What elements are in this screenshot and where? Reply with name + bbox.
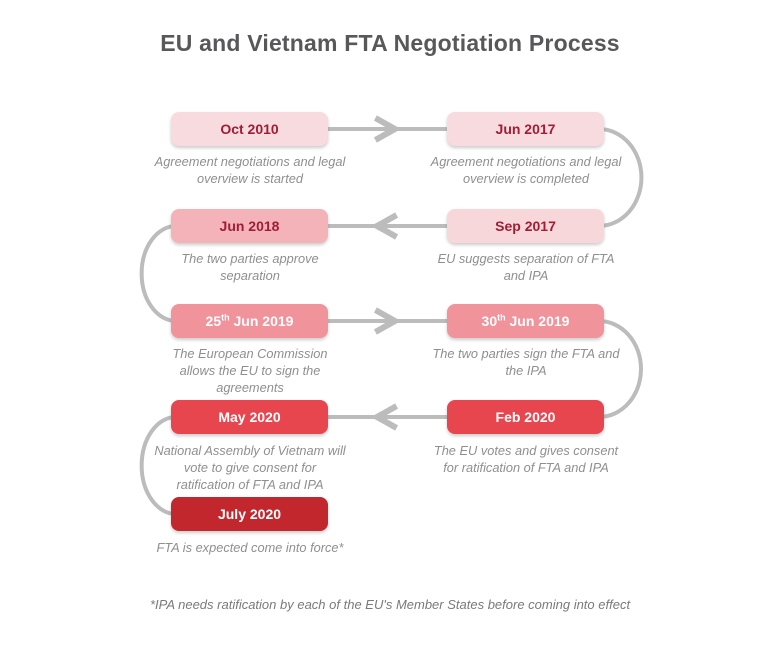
step-date-label: July 2020: [217, 506, 282, 522]
step-card-jun-2018: Jun 2018: [171, 209, 328, 243]
step-caption-25-jun-2019: The European Commission allows the EU to…: [172, 346, 328, 395]
footnote-text: *IPA needs ratification by each of the E…: [149, 597, 631, 612]
step-caption-july-2020: FTA is expected come into force*: [156, 540, 344, 555]
step-card-25-jun-2019: 25th Jun 2019: [171, 304, 328, 338]
curve-right-2: [598, 319, 643, 419]
step-caption-feb-2020: The EU votes and gives consent for ratif…: [433, 443, 619, 475]
step-date-label: Jun 2018: [219, 218, 280, 234]
step-card-oct-2010: Oct 2010: [171, 112, 328, 146]
step-date-label: Oct 2010: [220, 121, 279, 137]
step-date-label: 25th Jun 2019: [205, 312, 294, 329]
step-card-30-jun-2019: 30th Jun 2019: [447, 304, 604, 338]
step-card-feb-2020: Feb 2020: [447, 400, 604, 434]
step-caption-may-2020: National Assembly of Vietnam will vote t…: [154, 443, 346, 492]
arrowhead-left-row4: [370, 403, 399, 431]
step-date-label: 30th Jun 2019: [481, 312, 570, 329]
step-date-label: Feb 2020: [495, 409, 556, 425]
curve-left-2: [139, 415, 177, 516]
step-date-label: Jun 2017: [495, 121, 556, 137]
step-card-sep-2017: Sep 2017: [447, 209, 604, 243]
step-caption-30-jun-2019: The two parties sign the FTA and the IPA: [432, 346, 620, 378]
step-caption-jun-2018: The two parties approve separation: [181, 251, 319, 283]
step-date-label: Sep 2017: [495, 218, 556, 234]
arrowhead-right-row3: [373, 307, 402, 335]
step-card-may-2020: May 2020: [171, 400, 328, 434]
step-caption-jun-2017: Agreement negotiations and legal overvie…: [430, 154, 622, 186]
step-date-label: May 2020: [218, 409, 281, 425]
arrowhead-left-row2: [370, 212, 399, 240]
curve-right-1: [598, 127, 644, 228]
arrowhead-right-row1: [373, 115, 402, 143]
step-card-jun-2017: Jun 2017: [447, 112, 604, 146]
curve-left-1: [139, 224, 177, 323]
step-caption-oct-2010: Agreement negotiations and legal overvie…: [154, 154, 346, 186]
diagram-title: EU and Vietnam FTA Negotiation Process: [160, 30, 620, 56]
step-caption-sep-2017: EU suggests separation of FTA and IPA: [437, 251, 615, 283]
step-card-july-2020: July 2020: [171, 497, 328, 531]
